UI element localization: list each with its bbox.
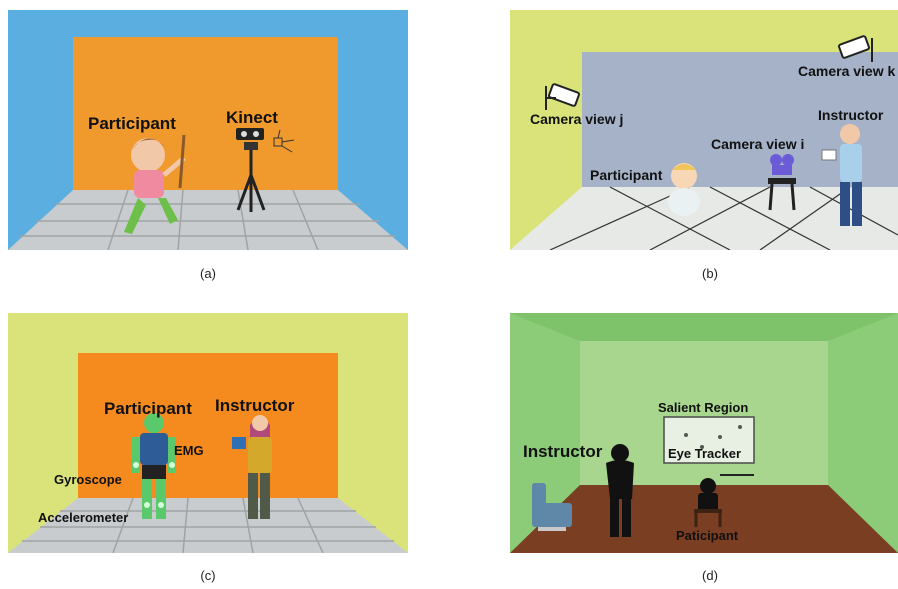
caption-b: (b) [702,266,718,281]
label-instructor: Instructor [215,396,295,415]
tiled-floor [8,190,408,250]
caption-c: (c) [200,568,216,583]
kinect-sensor-icon [236,128,295,212]
label-emg: EMG [174,443,204,458]
camera-i-icon [768,154,796,211]
child-participant-figure [124,134,186,234]
back-wall [78,353,338,498]
label-salient-region: Salient Region [658,400,749,415]
label-participant: Participant [88,114,176,133]
scene-c [8,313,408,553]
label-kinect: Kinect [226,108,278,127]
label-participant: Paticipant [676,528,739,543]
participant-figure [694,478,722,527]
panel-c: Participant Instructor EMG Gyroscope Acc… [8,313,408,553]
floor [510,485,898,553]
label-camera-i: Camera view i [711,136,805,152]
caption-a: (a) [200,266,216,281]
label-instructor: Instructor [818,107,884,123]
panel-d: Salient Region Eye Tracker Instructor Pa… [510,313,898,553]
scene-b [510,10,898,250]
label-participant: Participant [590,167,663,183]
armchair-icon [532,483,572,531]
label-participant: Participant [104,399,192,418]
label-camera-j: Camera view j [530,111,624,127]
instructor-figure [821,124,862,226]
baby-participant-figure [668,163,700,216]
panel-b: Camera view k Camera view j Camera view … [510,10,898,250]
scene-d [510,313,898,553]
participant-with-sensors-figure [132,413,176,519]
camera-j-icon [545,83,580,110]
label-accelerometer: Accelerometer [38,510,129,525]
salient-region-board [663,416,755,464]
label-eye-tracker: Eye Tracker [668,446,742,461]
label-gyroscope: Gyroscope [54,472,122,487]
panel-a: Participant Kinect [8,10,408,250]
instructor-figure [232,415,272,519]
label-camera-k: Camera view k [798,63,896,79]
back-wall [73,37,338,190]
label-instructor: Instructor [523,442,603,461]
camera-k-icon [838,35,873,62]
tiled-floor [8,498,408,553]
instructor-figure [606,444,634,537]
scene-a [8,10,408,250]
caption-d: (d) [702,568,718,583]
